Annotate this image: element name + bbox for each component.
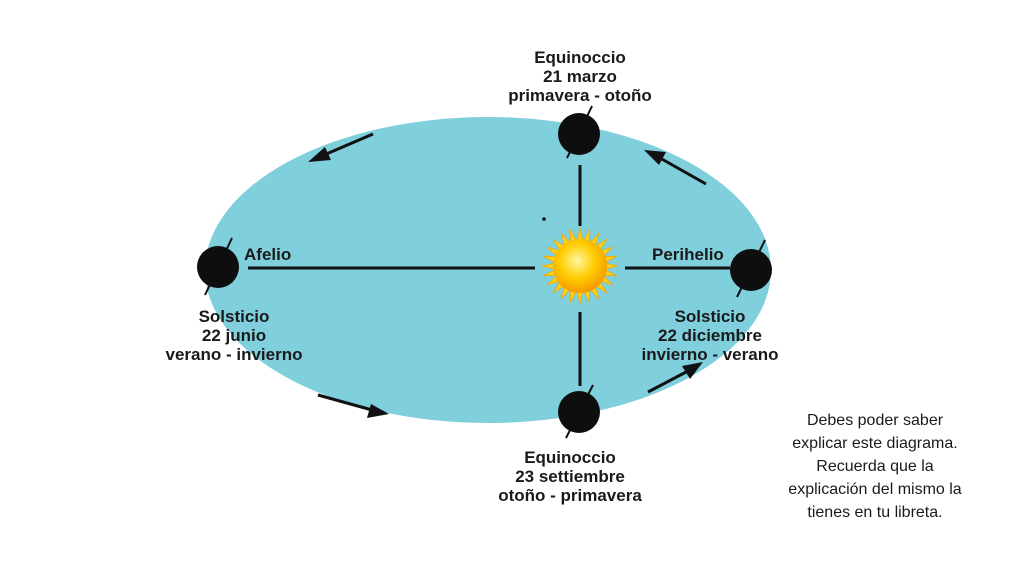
study-note: Debes poder saber explicar este diagrama… — [770, 409, 980, 524]
arrow-icon — [647, 362, 703, 394]
label-line: primavera - otoño — [508, 86, 652, 105]
label-line: invierno - verano — [641, 345, 779, 364]
orbit-ellipse — [205, 117, 771, 423]
note-line: tienes en tu libreta. — [807, 504, 943, 521]
note-line: Debes poder saber — [806, 412, 944, 429]
earth-icon — [197, 237, 239, 296]
label-line: 22 junio — [201, 326, 267, 345]
earth-icon — [730, 239, 772, 298]
label-line: 23 settiembre — [515, 467, 625, 486]
earth-icon — [558, 105, 600, 159]
label-line: 21 marzo — [543, 67, 617, 86]
note-line: Recuerda que la — [816, 458, 934, 475]
label-line: 22 diciembre — [658, 326, 762, 345]
label-aphelion: Afelio — [244, 245, 292, 264]
label-solstice-june: Solsticio 22 junio verano - invierno — [144, 307, 324, 364]
label-line: verano - invierno — [165, 345, 303, 364]
label-equinox-march: Equinoccio 21 marzo primavera - otoño — [480, 48, 680, 105]
label-line: Solsticio — [674, 307, 746, 326]
label-line: Equinoccio — [534, 48, 626, 67]
label-line: Solsticio — [198, 307, 270, 326]
arrow-icon — [308, 132, 374, 162]
label-line: otoño - primavera — [498, 486, 642, 505]
label-equinox-september: Equinoccio 23 settiembre otoño - primave… — [465, 448, 675, 505]
arrow-icon — [644, 150, 707, 186]
arrow-icon — [317, 393, 389, 418]
focus-dot — [542, 217, 546, 221]
label-perihelion: Perihelio — [652, 245, 724, 264]
label-line: Equinoccio — [524, 448, 616, 467]
note-line: explicar este diagrama. — [792, 435, 958, 452]
label-solstice-december: Solsticio 22 diciembre invierno - verano — [626, 307, 794, 364]
earth-icon — [558, 384, 600, 439]
sun-icon — [541, 227, 619, 305]
note-line: explicación del mismo la — [788, 481, 962, 498]
